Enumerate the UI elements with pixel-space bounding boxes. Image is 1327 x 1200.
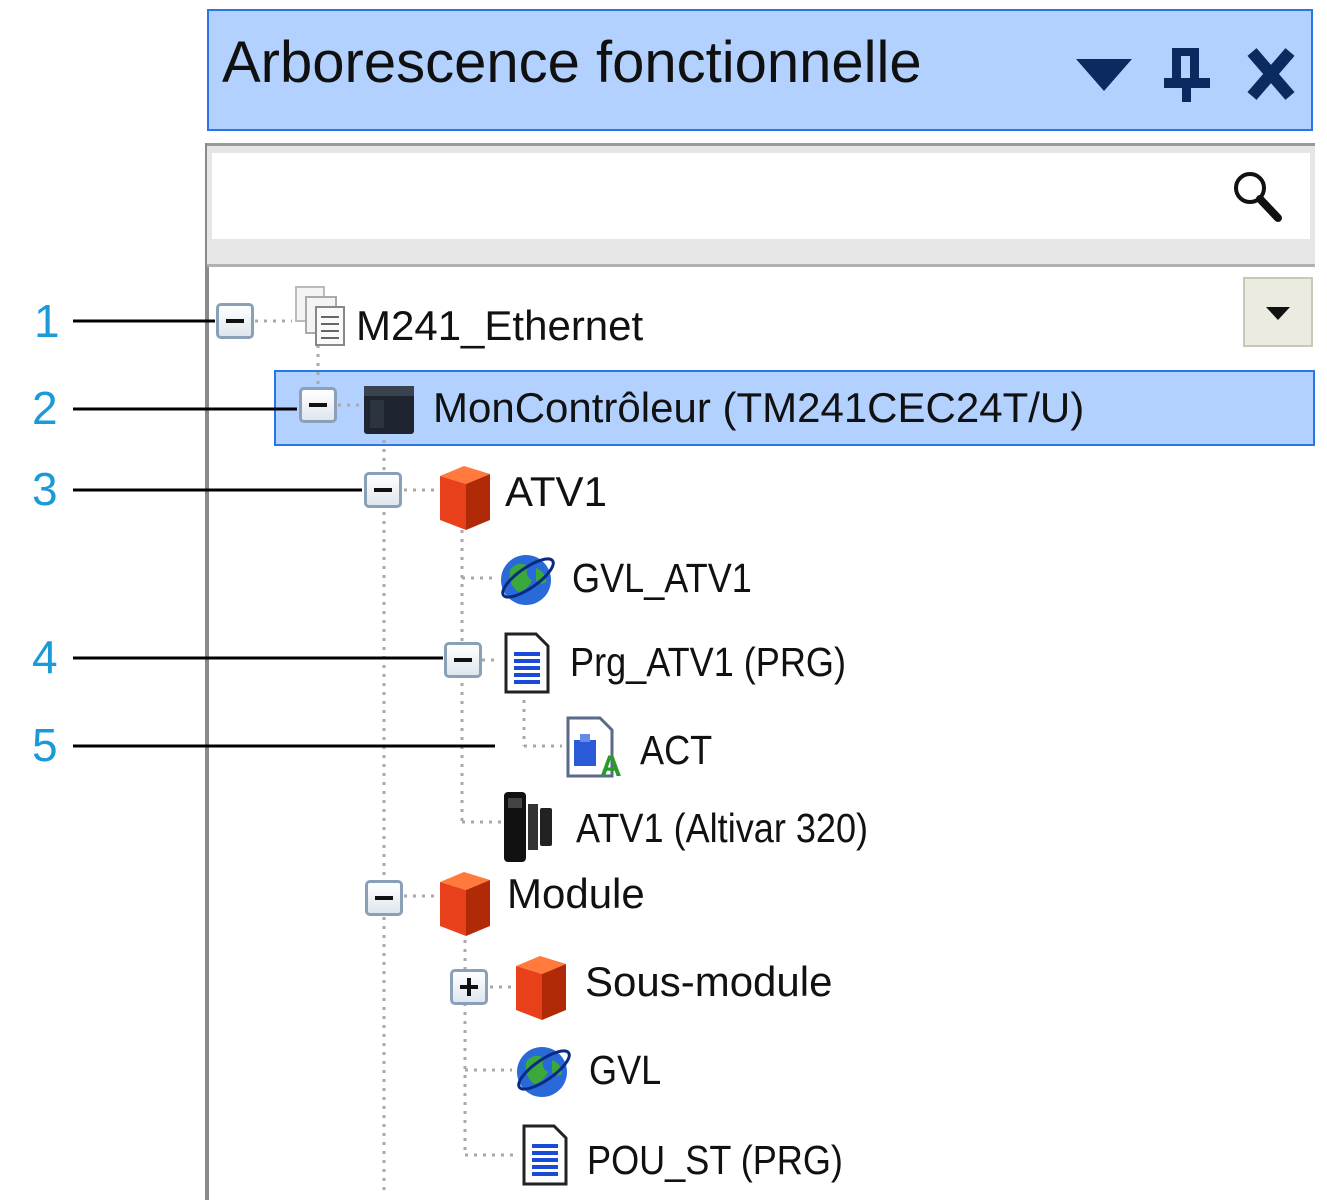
folder-cube-icon [440, 872, 490, 936]
tree-item-module[interactable]: Module [507, 870, 645, 917]
controller-icon [364, 386, 414, 434]
tree-item-gvl[interactable]: GVL [589, 1047, 662, 1093]
plus-icon [460, 978, 478, 996]
folder-cube-icon [440, 466, 490, 530]
expand-sous-module-toggle[interactable] [450, 969, 488, 1005]
pou-document-icon [522, 1124, 568, 1186]
minus-icon [375, 896, 393, 900]
minus-icon [454, 658, 472, 662]
globe-icon [517, 1047, 571, 1097]
callout-2: 2 [32, 382, 58, 434]
minus-icon [226, 319, 244, 323]
search-input[interactable] [212, 153, 1310, 239]
panel-title: Arborescence fonctionnelle [222, 30, 922, 95]
minus-icon [374, 488, 392, 492]
callout-1: 1 [34, 295, 60, 347]
folder-cube-icon [516, 956, 566, 1020]
drive-device-icon [504, 792, 552, 862]
tree-item-pou-st[interactable]: POU_ST (PRG) [587, 1137, 843, 1183]
callout-3: 3 [32, 463, 58, 515]
collapse-controller-toggle[interactable] [299, 387, 337, 423]
tree-item-sous-module[interactable]: Sous-module [585, 958, 833, 1005]
tree-item-gvl-atv1[interactable]: GVL_ATV1 [572, 555, 752, 601]
action-icon: A [566, 716, 622, 780]
close-icon[interactable] [1244, 46, 1298, 102]
triangle-down-icon[interactable] [1072, 55, 1136, 95]
collapse-module-toggle[interactable] [365, 880, 403, 916]
tree-item-atv1[interactable]: ATV1 [505, 468, 607, 515]
panel-header [207, 9, 1313, 131]
selected-row[interactable] [274, 370, 1315, 446]
chevron-down-icon [1266, 307, 1290, 320]
tree-item-act[interactable]: ACT [640, 727, 713, 773]
tree-item-controller[interactable]: MonContrôleur (TM241CEC24T/U) [433, 384, 1085, 431]
svg-text:A: A [600, 750, 622, 780]
pou-document-icon [504, 632, 550, 694]
callout-5: 5 [32, 719, 58, 771]
collapse-prg-atv1-toggle[interactable] [444, 642, 482, 678]
project-icon [295, 286, 345, 346]
tree-item-m241-ethernet[interactable]: M241_Ethernet [356, 302, 644, 349]
minus-icon [309, 403, 327, 407]
panel-border [205, 143, 209, 1200]
callout-4: 4 [32, 631, 58, 683]
tree-item-prg-atv1[interactable]: Prg_ATV1 (PRG) [570, 639, 847, 685]
globe-icon [501, 555, 555, 605]
pin-icon[interactable] [1160, 44, 1218, 104]
magnifier-icon[interactable] [1230, 168, 1286, 226]
collapse-atv1-toggle[interactable] [364, 472, 402, 508]
tree-options-button[interactable] [1243, 277, 1313, 347]
collapse-root-toggle[interactable] [216, 303, 254, 339]
tree-item-atv1-altivar[interactable]: ATV1 (Altivar 320) [576, 805, 869, 851]
